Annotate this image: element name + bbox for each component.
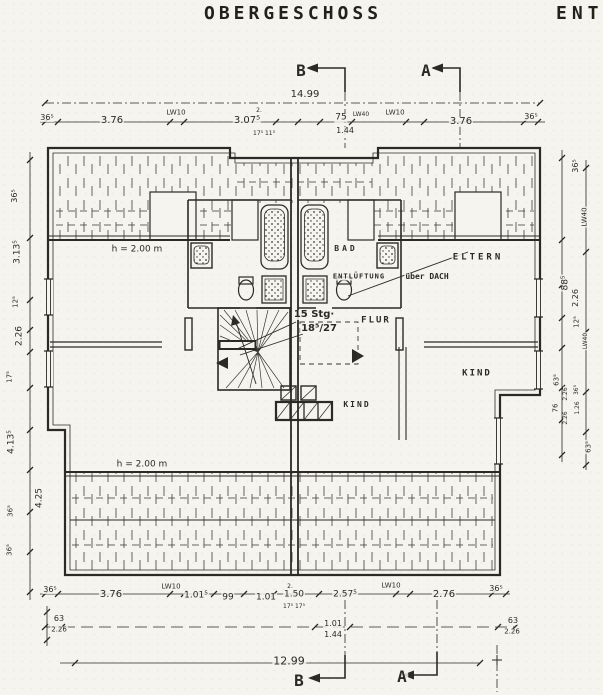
bathtub-left [260,204,289,270]
dim-label: 88⁵ [560,274,571,292]
dim-label: 3.76 [99,115,125,126]
dim-label: 12⁵ [11,295,20,309]
dim-label: 12⁵ [572,315,581,329]
dim-label: 17⁵ 17⁵ [282,603,306,610]
dim-label: 63 [506,616,520,625]
dim-label: 99 [221,592,235,603]
chimney-block [274,385,334,422]
toilet-left [237,276,255,301]
note-ueber-dach: über DACH [404,272,450,281]
dim-label: LW10 [384,108,406,117]
dim-label: 2.26 [14,324,25,348]
dim-label: 1.44 [323,630,343,639]
stair-count-note: 15 Stg· [292,309,336,320]
dim-label: 2. [255,107,263,114]
dim-label: LW10 [380,581,402,590]
dim-label: 36⁵ [488,584,504,593]
washbasin-right [376,242,399,269]
dim-label: 76 [551,402,560,414]
room-label-bad: BAD [333,244,359,253]
dim-label: 1.44 [335,126,355,135]
note-entlueftung: ENTLÜFTUNG [331,272,387,281]
dim-label: 17⁵ 11⁵ [252,130,276,137]
dim-total-top: 14.99 [289,89,321,100]
party-wall [290,158,299,575]
dim-label: 36⁵ [42,585,58,594]
dim-label: LW40 [580,206,589,228]
dim-label: 3.76 [98,589,124,600]
dim-label: 2.26 [562,410,569,426]
washbasin-left [190,242,213,269]
dim-label: 3.07⁵ [232,115,262,126]
dim-label: 2.26 [571,288,580,308]
exterior-walls [46,146,542,577]
shower-left [261,275,287,304]
dim-label: 4.13⁵ [6,429,17,455]
room-label-flur: FLUR [360,315,392,326]
dormer-niches [149,191,502,241]
dashed-roof-lines [56,181,534,546]
room-label-eltern: ELTERN [451,252,505,263]
roof-hatch-areas [53,153,535,570]
section-letter-b-top: B [295,61,307,80]
dim-label: 36⁵ [523,112,539,121]
dim-label: 1.01⁵ [183,590,209,601]
dim-label: 2.26 [50,625,68,634]
dim-label: 4.25 [34,486,45,510]
section-markers [306,63,461,683]
dim-label: 36⁵ [39,113,55,122]
shower-right [302,275,328,304]
dim-label: 1.26 [574,400,581,416]
dim-label: 17⁵ [5,370,14,384]
dim-label: 75 [334,112,348,123]
dim-label: 2.76 [431,589,457,600]
dim-label: 2.26 [503,627,521,636]
dim-label: 36⁵ [571,158,580,174]
dim-label: 1.01 [254,592,278,603]
height-note-top: h = 2.00 m [110,244,164,255]
dim-label: 1.50 [282,589,306,600]
adjacent-sheet-title: ENT [556,3,603,24]
dim-label: 3.13⁵ [12,239,23,265]
dim-label: LW40 [351,111,371,118]
window-symbols [44,278,543,465]
section-letter-b-bottom: B [293,671,305,690]
flur-dashed-zone [299,321,359,365]
dim-label: 2. [286,583,294,590]
staircase [217,307,291,391]
bathtub-right [300,204,329,270]
dim-total-bottom: 12.99 [272,654,306,668]
dim-label: 3.76 [448,116,474,127]
dim-label: 36⁵ [6,504,15,518]
dim-label: 2.26 [562,386,569,402]
dim-label: 63 [52,614,66,623]
dim-label: 2.57⁵ [332,589,358,600]
dim-label: 1.01 [323,619,343,628]
interior-walls [50,199,538,440]
section-letter-a-bottom: A [396,667,408,686]
dim-label: 63⁵ [584,440,593,454]
dim-label: LW10 [165,108,187,117]
dim-label: 36⁵ [10,188,19,204]
section-letter-a-top: A [420,61,432,80]
dim-label: 63⁵ [552,373,561,387]
dim-label: LW10 [160,582,182,591]
dim-label: LW40 [582,331,589,351]
dim-label: 36⁵ [573,383,580,397]
dimension-ticks [26,99,590,667]
sheet-title: OBERGESCHOSS [204,3,383,24]
room-label-kind-center: KIND [342,400,372,409]
stair-riser-note: 18⁵/27 [300,323,338,334]
room-label-kind-right: KIND [461,368,493,379]
dim-label: 36⁵ [5,543,14,557]
height-note-bottom: h = 2.00 m [115,459,169,470]
